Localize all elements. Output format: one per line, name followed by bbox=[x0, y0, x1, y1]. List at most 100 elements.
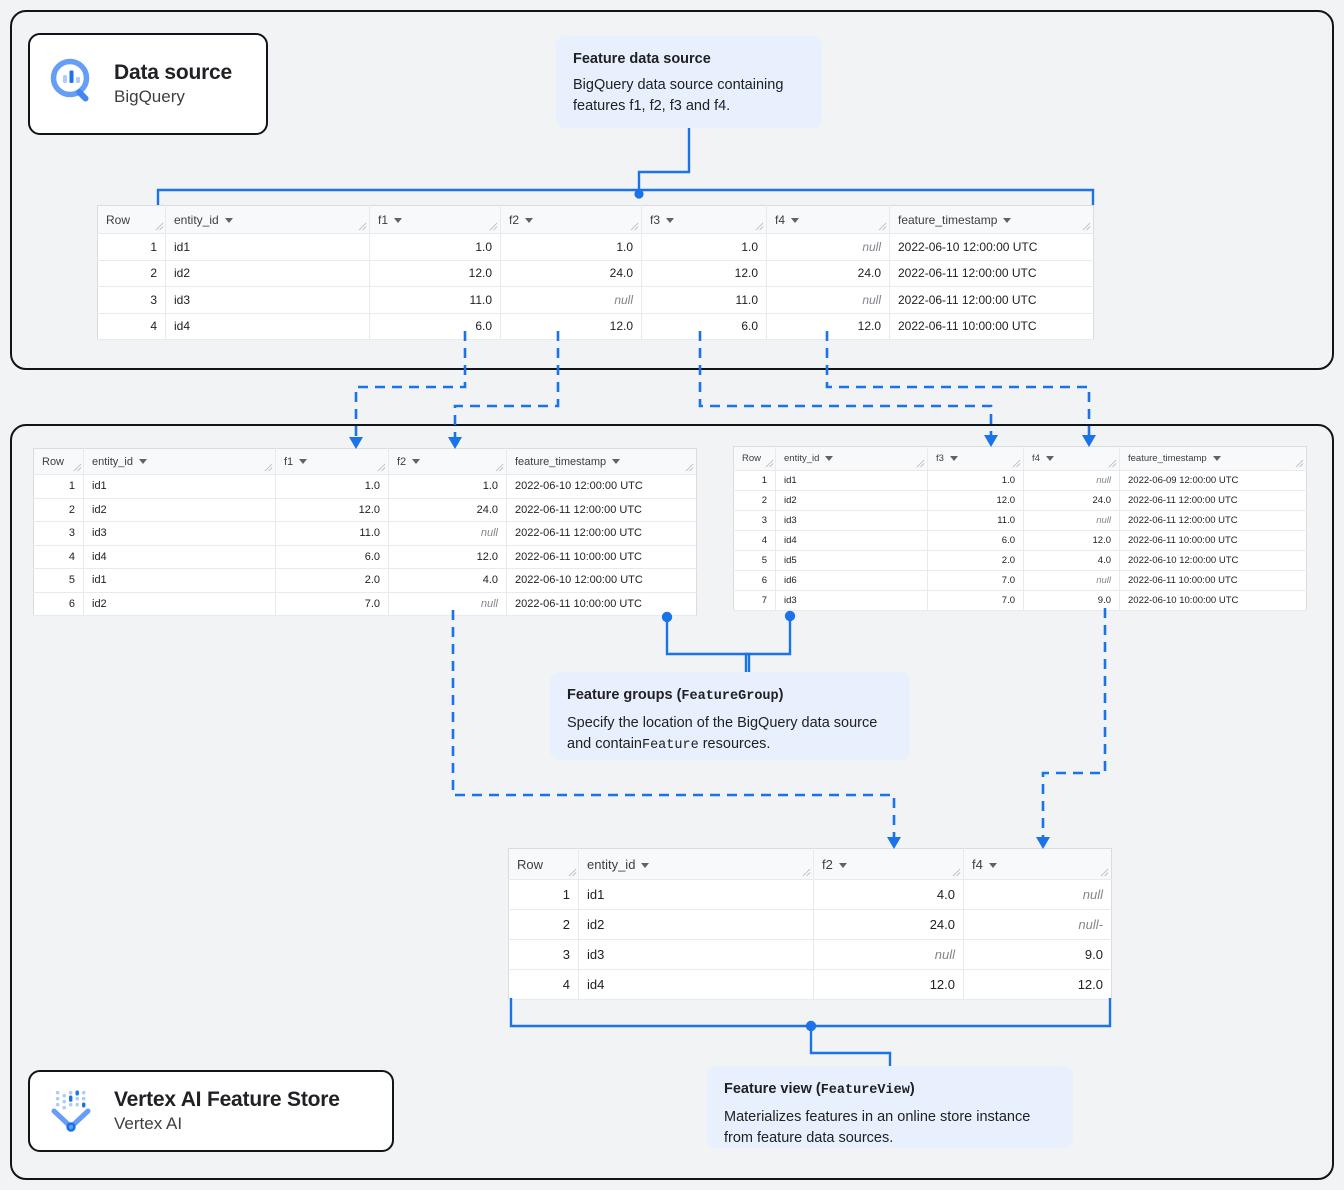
cell-f1: 11.0 bbox=[275, 521, 389, 546]
cell-f4: 12.0 bbox=[766, 313, 890, 340]
cell-row-number: 3 bbox=[508, 939, 579, 970]
column-header-f1[interactable]: f1 bbox=[275, 448, 389, 475]
cell-f2: 12.0 bbox=[388, 545, 507, 569]
column-header-f1[interactable]: f1 bbox=[369, 205, 501, 234]
column-sort-caret-icon[interactable] bbox=[949, 455, 958, 461]
column-resize-grip-icon[interactable] bbox=[765, 459, 774, 468]
column-resize-grip-icon[interactable] bbox=[685, 463, 694, 472]
column-header-entity_id[interactable]: entity_id bbox=[775, 446, 928, 471]
column-resize-grip-icon[interactable] bbox=[264, 463, 273, 472]
column-resize-grip-icon[interactable] bbox=[916, 459, 925, 468]
column-resize-grip-icon[interactable] bbox=[1082, 222, 1091, 231]
column-resize-grip-icon[interactable] bbox=[802, 868, 811, 877]
cell-entity-id: id3 bbox=[165, 286, 370, 314]
column-resize-grip-icon[interactable] bbox=[489, 222, 498, 231]
column-resize-grip-icon[interactable] bbox=[952, 868, 961, 877]
column-header-f4[interactable]: f4 bbox=[1023, 446, 1120, 471]
column-header-row[interactable]: Row bbox=[33, 448, 84, 475]
column-resize-grip-icon[interactable] bbox=[358, 222, 367, 231]
cell-row-number: 3 bbox=[733, 510, 776, 531]
column-sort-caret-icon[interactable] bbox=[1003, 217, 1012, 223]
column-resize-grip-icon[interactable] bbox=[155, 222, 164, 231]
cell-entity-id: id2 bbox=[578, 909, 814, 940]
column-header-f4[interactable]: f4 bbox=[963, 848, 1112, 880]
column-header-feature_timestamp[interactable]: feature_timestamp bbox=[889, 205, 1094, 234]
column-resize-grip-icon[interactable] bbox=[73, 463, 82, 472]
column-header-f2[interactable]: f2 bbox=[500, 205, 642, 234]
column-resize-grip-icon[interactable] bbox=[1108, 459, 1117, 468]
column-resize-grip-icon[interactable] bbox=[568, 868, 577, 877]
cell-entity-id: id2 bbox=[83, 592, 276, 616]
column-header-row[interactable]: Row bbox=[508, 848, 579, 880]
column-header-f3[interactable]: f3 bbox=[641, 205, 767, 234]
column-header-feature_timestamp[interactable]: feature_timestamp bbox=[1119, 446, 1307, 471]
column-sort-caret-icon[interactable] bbox=[394, 217, 403, 223]
column-header-f2[interactable]: f2 bbox=[388, 448, 507, 475]
column-sort-caret-icon[interactable] bbox=[666, 217, 675, 223]
column-resize-grip-icon[interactable] bbox=[377, 463, 386, 472]
column-header-entity_id[interactable]: entity_id bbox=[83, 448, 276, 475]
column-sort-caret-icon[interactable] bbox=[641, 862, 650, 868]
column-resize-grip-icon[interactable] bbox=[495, 463, 504, 472]
cell-row-number: 4 bbox=[508, 969, 579, 1000]
column-header-f3[interactable]: f3 bbox=[927, 446, 1024, 471]
column-resize-grip-icon[interactable] bbox=[755, 222, 764, 231]
column-header-entity_id[interactable]: entity_id bbox=[165, 205, 370, 234]
column-sort-caret-icon[interactable] bbox=[138, 459, 147, 465]
column-header-row[interactable]: Row bbox=[97, 205, 166, 234]
cell-entity-id: id1 bbox=[83, 568, 276, 593]
column-sort-caret-icon[interactable] bbox=[825, 455, 834, 461]
column-header-row[interactable]: Row bbox=[733, 446, 776, 471]
column-header-f2[interactable]: f2 bbox=[813, 848, 964, 880]
column-resize-grip-icon[interactable] bbox=[878, 222, 887, 231]
column-resize-grip-icon[interactable] bbox=[1295, 459, 1304, 468]
column-sort-caret-icon[interactable] bbox=[224, 217, 233, 223]
cell-row-number: 4 bbox=[733, 530, 776, 551]
column-resize-grip-icon[interactable] bbox=[1012, 459, 1021, 468]
cell-f1: 2.0 bbox=[275, 568, 389, 593]
cell-f1: 12.0 bbox=[275, 498, 389, 522]
column-header-f4[interactable]: f4 bbox=[766, 205, 890, 234]
column-sort-caret-icon[interactable] bbox=[612, 459, 621, 465]
cell-row-number: 6 bbox=[733, 570, 776, 591]
column-resize-grip-icon[interactable] bbox=[1100, 868, 1109, 877]
column-sort-caret-icon[interactable] bbox=[299, 459, 308, 465]
column-header-feature_timestamp[interactable]: feature_timestamp bbox=[506, 448, 697, 475]
cell-f3: 12.0 bbox=[641, 260, 767, 287]
cell-entity-id: id5 bbox=[775, 550, 928, 571]
cell-f2: null bbox=[388, 592, 507, 616]
column-sort-caret-icon[interactable] bbox=[1212, 455, 1221, 461]
column-sort-caret-icon[interactable] bbox=[838, 862, 847, 868]
column-resize-grip-icon[interactable] bbox=[630, 222, 639, 231]
column-sort-caret-icon[interactable] bbox=[412, 459, 421, 465]
column-sort-caret-icon[interactable] bbox=[1045, 455, 1054, 461]
column-header-label: feature_timestamp bbox=[1128, 453, 1207, 464]
column-sort-caret-icon[interactable] bbox=[791, 217, 800, 223]
column-sort-caret-icon[interactable] bbox=[988, 862, 997, 868]
cell-f2: 1.0 bbox=[500, 233, 642, 261]
column-header-entity_id[interactable]: entity_id bbox=[578, 848, 814, 880]
column-sort-caret-icon[interactable] bbox=[525, 217, 534, 223]
